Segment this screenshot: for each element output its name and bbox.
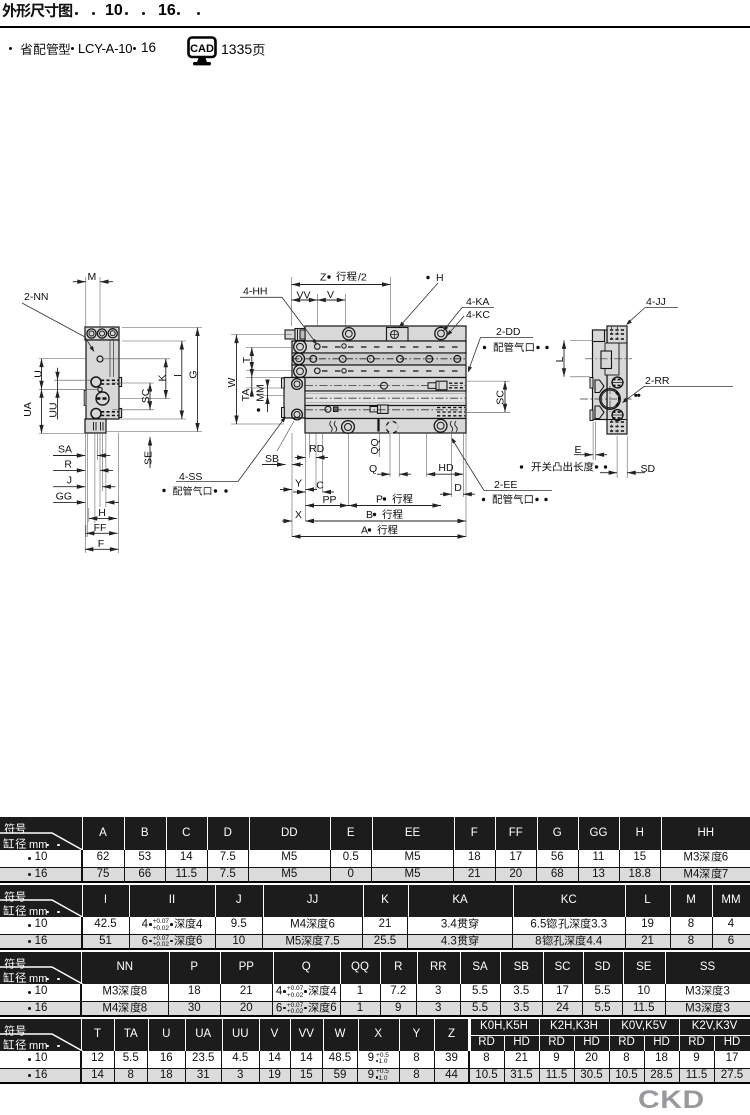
- svg-text:2-EE: 2-EE: [494, 479, 517, 491]
- svg-text:B: B: [366, 509, 373, 521]
- svg-text:H: H: [98, 507, 106, 519]
- svg-text:E: E: [575, 444, 582, 456]
- svg-text:4-KC: 4-KC: [466, 309, 490, 321]
- svg-text:FF: FF: [94, 522, 107, 534]
- svg-text:L: L: [554, 356, 566, 362]
- svg-text:D: D: [454, 482, 462, 494]
- svg-text:SA: SA: [58, 444, 72, 456]
- svg-text:CAD: CAD: [190, 43, 214, 55]
- svg-text:4-HH: 4-HH: [243, 286, 268, 298]
- svg-text:2-NN: 2-NN: [24, 291, 49, 303]
- svg-text:Q: Q: [369, 463, 377, 475]
- svg-text:2-DD: 2-DD: [496, 326, 521, 338]
- svg-text:R: R: [64, 458, 72, 470]
- svg-text:RD: RD: [309, 443, 325, 455]
- svg-text:4-KA: 4-KA: [466, 296, 489, 308]
- svg-text:T: T: [241, 356, 253, 363]
- svg-text:SC: SC: [495, 390, 507, 405]
- svg-text:SC: SC: [140, 388, 152, 403]
- svg-text:TA: TA: [240, 389, 252, 402]
- svg-text:M: M: [88, 271, 97, 283]
- svg-text:V: V: [327, 289, 334, 301]
- svg-text:PP: PP: [322, 494, 336, 506]
- svg-text:W: W: [226, 377, 238, 387]
- svg-text:Z: Z: [320, 272, 327, 284]
- svg-text:UU: UU: [48, 402, 60, 417]
- svg-text:4-SS: 4-SS: [179, 471, 202, 483]
- svg-text:2-RR: 2-RR: [645, 375, 670, 387]
- svg-text:I: I: [172, 374, 184, 377]
- svg-text:SD: SD: [641, 463, 656, 475]
- svg-text:UA: UA: [22, 402, 34, 417]
- svg-text:MM: MM: [255, 384, 267, 402]
- svg-text:VV: VV: [297, 290, 311, 302]
- svg-text:F: F: [98, 538, 104, 550]
- svg-text:H: H: [436, 272, 444, 284]
- svg-text:QQ: QQ: [369, 438, 381, 454]
- svg-text:/2: /2: [358, 272, 367, 284]
- svg-text:G: G: [188, 370, 200, 378]
- svg-text:X: X: [295, 509, 302, 521]
- svg-text:P: P: [376, 494, 383, 506]
- svg-text:J: J: [67, 475, 72, 487]
- svg-text:A: A: [361, 525, 368, 537]
- svg-text:GG: GG: [56, 490, 72, 502]
- svg-text:Y: Y: [295, 478, 302, 490]
- svg-text:K: K: [157, 374, 169, 381]
- svg-text:SB: SB: [265, 453, 279, 465]
- svg-text:C: C: [316, 480, 324, 492]
- svg-text:HD: HD: [438, 462, 454, 474]
- svg-text:4-JJ: 4-JJ: [646, 296, 666, 308]
- svg-text:U: U: [33, 370, 45, 378]
- svg-text:SE: SE: [143, 451, 155, 465]
